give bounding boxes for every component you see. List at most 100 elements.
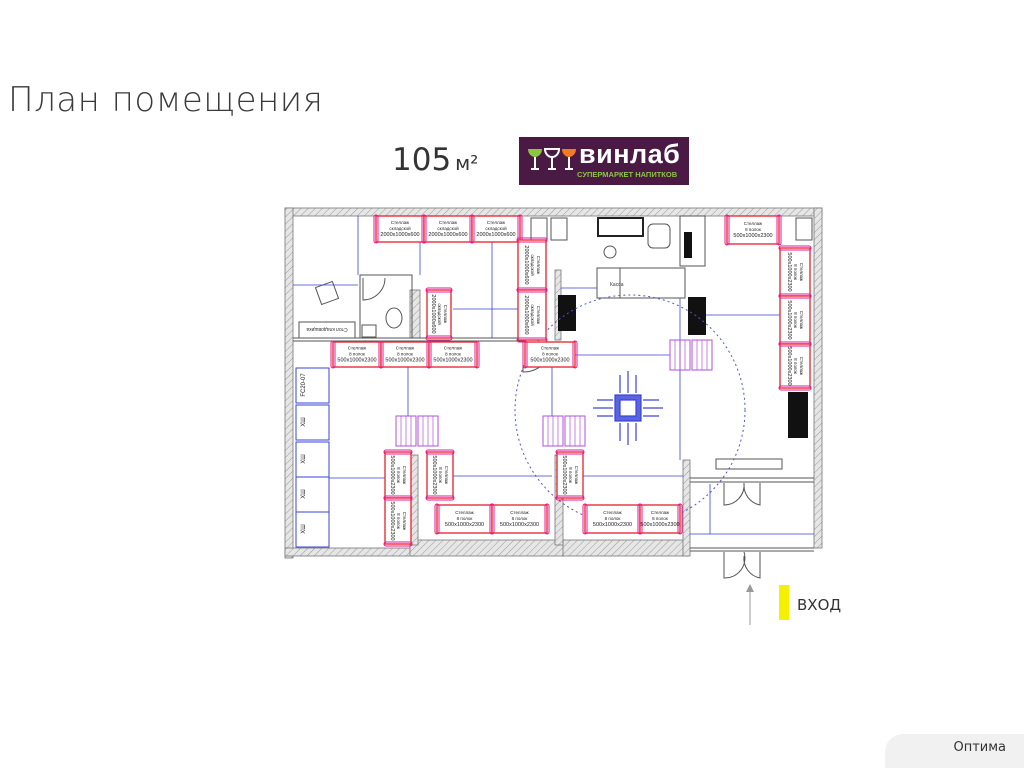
wall-right	[813, 207, 823, 549]
central-island	[593, 371, 663, 445]
shelf-label: Стеллаж	[510, 510, 528, 515]
shelf-outline	[423, 215, 473, 243]
freezer-label: ХШ	[301, 489, 307, 499]
shelf-label: 500x1000x2300	[561, 455, 567, 494]
pallet	[564, 415, 586, 447]
shelf-end	[373, 214, 379, 244]
pallet	[691, 339, 713, 371]
shelf-outline	[639, 504, 681, 534]
shelf-label: 2000x1000x600	[428, 232, 467, 238]
wc-room	[359, 274, 413, 339]
shelf-outline	[779, 343, 811, 389]
pallet	[669, 339, 691, 371]
shelf-label: складской	[437, 303, 443, 325]
shelf-label: Стеллаж	[348, 346, 366, 351]
shelf-end	[778, 293, 812, 299]
partitions	[293, 215, 814, 579]
area-value: 105	[392, 142, 452, 178]
shelf-label: 8 полок	[793, 358, 798, 374]
shelf-end	[677, 503, 683, 535]
shelf-end	[637, 503, 643, 535]
shelf-outline	[491, 504, 548, 534]
shelf-end	[425, 287, 453, 293]
wine-glasses-icon	[528, 148, 576, 170]
shelf-label: 500x1000x2300	[733, 233, 772, 239]
freezer: ХШ	[295, 511, 330, 548]
shelf-end	[330, 340, 336, 369]
wine-cabinet	[688, 297, 706, 335]
shelf-end	[555, 449, 585, 455]
cart-stack	[788, 392, 808, 438]
shelf-label: 2000x1000x600	[380, 232, 419, 238]
office-cabinet	[597, 217, 644, 237]
shelf-outline	[384, 497, 412, 545]
shelf-end	[383, 449, 413, 455]
shelf-outline	[471, 215, 521, 243]
shelf-label: 500x1000x2300	[786, 346, 792, 385]
shelf-outline	[332, 341, 382, 368]
equipment	[558, 232, 808, 438]
shelf-outline	[384, 451, 412, 499]
logo-tagline: СУПЕРМАРКЕТ НАПИТКОВ	[577, 170, 678, 179]
freezer-outline	[295, 511, 330, 548]
shelf-label: 8 полок	[396, 513, 401, 529]
shelf-label: Стеллаж	[536, 306, 541, 324]
pallet	[417, 415, 439, 447]
freezer-label: ХШ	[301, 417, 307, 427]
shelf-label: Стеллаж	[651, 510, 669, 515]
freezer: ХШ	[295, 441, 330, 478]
vent-grille	[530, 217, 548, 241]
shelf-label: 2000x1000x600	[523, 295, 529, 334]
shelf-end	[426, 340, 432, 369]
wall-bottom	[284, 547, 419, 557]
shelf-outline	[517, 289, 547, 341]
shelf-end	[778, 341, 812, 347]
vinlab-logo: винлаб СУПЕРМАРКЕТ НАПИТКОВ	[519, 137, 689, 185]
shelf-label: 8 полок	[542, 352, 558, 357]
shelf-label: Стеллаж	[574, 466, 579, 484]
dimension-lines	[293, 216, 814, 535]
shelf-end	[522, 340, 528, 369]
charging-place	[715, 458, 783, 470]
shelf-label: Стеллаж	[799, 263, 804, 281]
shelf-outline	[779, 295, 811, 345]
shelf-label: 8 полок	[457, 516, 473, 521]
shelf-outline	[426, 451, 454, 499]
shelf-label: складской	[530, 304, 536, 326]
shelf-end	[425, 335, 453, 341]
shelf-label: Стеллаж	[603, 510, 621, 515]
wall-bottom	[409, 539, 566, 557]
shelf-label: 8 полок	[745, 227, 761, 232]
shelf-label: Стеллаж	[455, 510, 473, 515]
area-unit: м²	[455, 151, 479, 175]
freezer-label: ХШ	[301, 454, 307, 464]
wall-vestibule	[682, 459, 691, 557]
freezer-label: FC20-07	[301, 373, 307, 397]
toilet-icon	[385, 307, 403, 329]
shelf-outline	[779, 247, 811, 297]
shelf-end	[776, 214, 782, 246]
shelf-end	[724, 214, 730, 246]
shelf-label: 8 полок	[512, 516, 528, 521]
door-entrance	[723, 551, 761, 579]
shelf-end	[474, 340, 480, 369]
shelf-end	[555, 495, 585, 501]
shelf-label: складской	[437, 225, 459, 231]
shelf-label: Стеллаж	[744, 221, 762, 226]
shelf-label: Стеллаж	[541, 346, 559, 351]
shelf-label: 500x1000x2300	[445, 522, 484, 528]
vent-grille	[550, 217, 568, 241]
shelf-label: 2000x1000x600	[430, 294, 436, 333]
shelf-end	[572, 340, 578, 369]
shelf-label: 2000x1000x600	[523, 245, 529, 284]
shelf-label: 8 полок	[793, 312, 798, 328]
shelf-outline	[584, 504, 641, 534]
shelf-end	[778, 385, 812, 391]
shelf-end	[378, 340, 384, 369]
freezer-outline	[295, 441, 330, 478]
